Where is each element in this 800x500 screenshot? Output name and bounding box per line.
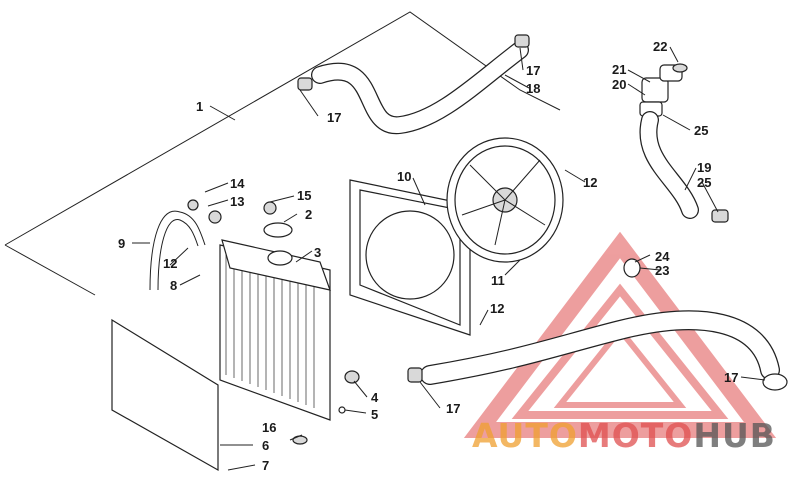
assembly-outline-lower: [4, 244, 96, 296]
callout-14: 14: [230, 176, 245, 191]
callout-17-lower: 17: [446, 401, 460, 416]
watermark-text: AUTOMOTOHUB: [472, 416, 776, 455]
radiator-cap: [263, 222, 293, 238]
radiator-screen: [111, 318, 219, 472]
fitting-14: [187, 199, 199, 211]
washer-5: [338, 406, 346, 414]
grommet-4: [344, 370, 360, 384]
callout-4: 4: [371, 390, 379, 405]
callout-6: 6: [262, 438, 269, 453]
grommet-15: [263, 201, 277, 215]
callout-5: 5: [371, 407, 378, 422]
callout-3: 3: [314, 245, 321, 260]
callout-11: 11: [491, 273, 505, 288]
callout-7: 7: [262, 458, 269, 473]
watermark-hub: HUB: [693, 416, 776, 455]
callout-21: 21: [612, 62, 626, 77]
callout-9: 9: [118, 236, 125, 251]
leader-lines: [132, 46, 766, 471]
callout-1: 1: [196, 99, 203, 114]
grommet-13: [208, 210, 222, 224]
callout-17-upper-left: 17: [327, 110, 341, 125]
callout-10: 10: [397, 169, 411, 184]
callout-19: 19: [697, 160, 711, 175]
callout-labels: 1 2 3 4 5 6 7 8 9 10 11 12 12 12 13 14 1…: [118, 39, 738, 473]
hose-clamp-upper-right: [514, 34, 530, 48]
callout-12-middle: 12: [490, 301, 504, 316]
radiator-fins: [225, 250, 315, 408]
callout-24: 24: [655, 249, 670, 264]
fan-shroud: [349, 179, 471, 336]
callout-22: 22: [653, 39, 667, 54]
hose-clamp-lower-left: [407, 367, 423, 383]
watermark-moto: MOTO: [578, 416, 693, 455]
grommet-16: [292, 435, 308, 445]
cooling-fan: [446, 137, 564, 263]
callout-15: 15: [297, 188, 311, 203]
callout-17-right: 17: [724, 370, 738, 385]
callout-16: 16: [262, 420, 276, 435]
hose-clamp-lower-right: [762, 373, 788, 391]
callout-12-right: 12: [583, 175, 597, 190]
overflow-hose: [149, 210, 206, 291]
hose-clamp-upper-left: [297, 77, 313, 91]
thermostat-housing: [639, 63, 688, 117]
callout-25-upper: 25: [694, 123, 708, 138]
callout-23: 23: [655, 263, 669, 278]
watermark-auto: AUTO: [472, 416, 578, 455]
hose-clamp-right: [711, 209, 729, 223]
radiator: [219, 239, 331, 421]
callout-8: 8: [170, 278, 177, 293]
clamp-ring: [623, 258, 641, 278]
callout-17-upper-right: 17: [526, 63, 540, 78]
callout-13: 13: [230, 194, 244, 209]
callout-2: 2: [305, 207, 312, 222]
callout-18: 18: [526, 81, 540, 96]
callout-25-lower: 25: [697, 175, 711, 190]
callout-20: 20: [612, 77, 626, 92]
assembly-outline: [4, 11, 561, 246]
callout-12-left: 12: [163, 256, 177, 271]
